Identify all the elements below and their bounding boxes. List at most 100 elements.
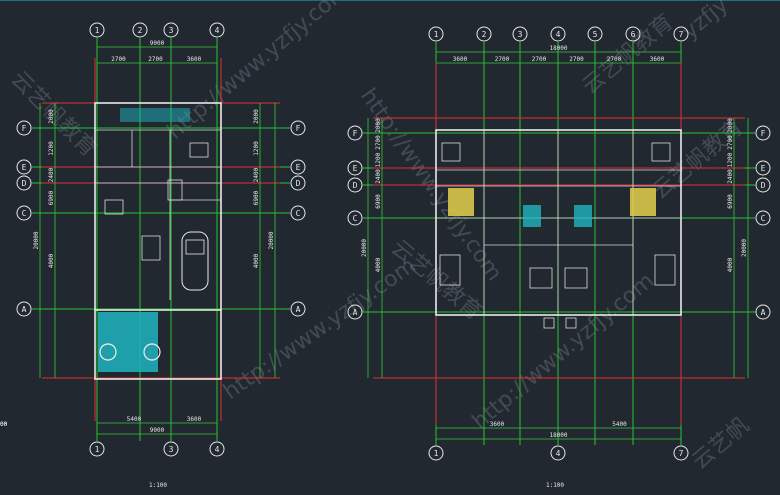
- grid-label-right: F: [296, 124, 301, 133]
- grid-label-top: 1: [95, 26, 100, 35]
- grid-label-top: 6: [631, 30, 636, 39]
- grid-label-left: F: [353, 129, 358, 138]
- sofa-icon: [439, 254, 461, 286]
- dimension-text-top: 2700: [148, 56, 163, 63]
- dimension-text-bottom-total: 9000: [150, 427, 165, 434]
- grid-label-right: E: [761, 164, 766, 173]
- grid-label-bottom: 7: [679, 449, 684, 458]
- right-building-walls: [435, 129, 682, 329]
- grid-bubble-top: [587, 26, 603, 42]
- grid-bubble-left: [16, 175, 32, 191]
- dimension-text-left: 2000: [48, 109, 55, 124]
- watermark-url: http://www.yzfjy.com: [219, 253, 421, 405]
- dimension-text-right: 2400: [253, 167, 260, 182]
- grid-bubble-top: [512, 26, 528, 42]
- grid-label-top: 4: [215, 26, 220, 35]
- grid-bubble-left: [347, 304, 363, 320]
- grid-bubble-top: [476, 26, 492, 42]
- stair-icon: [630, 188, 656, 216]
- left-building-walls: [94, 102, 222, 380]
- dimension-text-top: 2700: [111, 56, 126, 63]
- dimension-text-top-total: 18000: [549, 45, 567, 52]
- grid-bubble-top: [673, 26, 689, 42]
- grid-label-top: 1: [434, 30, 439, 39]
- scale-label: 1:100: [149, 482, 167, 489]
- grid-label-bottom: 1: [434, 449, 439, 458]
- dimension-text-right: 2700: [727, 135, 734, 150]
- sofa-icon: [654, 254, 676, 286]
- grid-label-right: C: [296, 209, 301, 218]
- grid-bubble-left: [16, 159, 32, 175]
- dimension-text-right: 1200: [727, 152, 734, 167]
- scale-label: 1:100: [546, 482, 564, 489]
- dimension-text-top: 2700: [495, 56, 510, 63]
- grid-label-left: A: [22, 305, 27, 314]
- right-dimension-lines: 1800036002700270027002700360036005400540…: [0, 45, 749, 440]
- left-outer-wall: [94, 102, 222, 380]
- grid-label-top: 5: [593, 30, 598, 39]
- grid-label-left: C: [22, 209, 27, 218]
- dimension-text-top: 2700: [569, 56, 584, 63]
- grid-bubble-bottom: [163, 441, 179, 457]
- dimension-text-top: 2700: [607, 56, 622, 63]
- balcony-icon: [543, 317, 555, 329]
- bed-icon: [564, 267, 588, 289]
- grid-label-top: 3: [169, 26, 174, 35]
- grid-bubble-top: [163, 22, 179, 38]
- grid-bubble-right: [290, 120, 306, 136]
- dimension-text-right: 2000: [727, 118, 734, 133]
- grid-label-left: E: [22, 163, 27, 172]
- plant-icon: [99, 343, 117, 361]
- dimension-text-right-total: 20000: [741, 239, 748, 257]
- dimension-text-top: 2700: [532, 56, 547, 63]
- dimension-text-top: 3600: [187, 56, 202, 63]
- grid-bubble-right: [755, 177, 771, 193]
- sofa-icon: [141, 235, 161, 261]
- grid-bubble-left: [347, 177, 363, 193]
- grid-label-right: E: [296, 163, 301, 172]
- grid-bubble-bottom: [89, 441, 105, 457]
- watermark-layer: http://www.yzfjy.com http://www.yzfjy.co…: [6, 0, 755, 475]
- dimension-text-bottom: 5400: [0, 421, 8, 428]
- dining-table-icon: [104, 199, 124, 215]
- dimension-text-right: 6900: [253, 190, 260, 205]
- grid-bubble-right: [290, 159, 306, 175]
- grid-bubble-top: [209, 22, 225, 38]
- grid-bubble-left: [347, 210, 363, 226]
- grid-label-left: D: [22, 179, 27, 188]
- bed-icon: [189, 142, 209, 158]
- dimension-text-left: 1200: [375, 152, 382, 167]
- grid-bubble-right: [755, 210, 771, 226]
- grid-label-left: F: [22, 124, 27, 133]
- grid-bubble-right: [755, 160, 771, 176]
- grid-bubble-top: [89, 22, 105, 38]
- bed-icon: [529, 267, 553, 289]
- grid-bubble-top: [428, 26, 444, 42]
- grid-bubble-left: [16, 120, 32, 136]
- grid-bubble-left: [16, 205, 32, 221]
- grid-label-bottom: 3: [169, 445, 174, 454]
- grid-label-right: A: [761, 308, 766, 317]
- dimension-text-right: 1200: [253, 141, 260, 156]
- grid-bubble-right: [290, 175, 306, 191]
- dimension-text-left: 2400: [48, 167, 55, 182]
- grid-bubble-bottom: [673, 445, 689, 461]
- watermark-brand: 云艺帆教育: [578, 10, 678, 100]
- grid-label-bottom: 4: [215, 445, 220, 454]
- grid-label-top: 3: [518, 30, 523, 39]
- grid-label-right: D: [296, 179, 301, 188]
- grid-bubble-right: [290, 301, 306, 317]
- dimension-text-bottom-total: 18000: [549, 432, 567, 439]
- grid-bubble-right: [755, 304, 771, 320]
- dimension-text-right: 6900: [727, 194, 734, 209]
- car-window: [185, 239, 205, 255]
- watermark-domain: yzfjy: [678, 0, 733, 45]
- watermark-url: http://www.yzfjy.com: [468, 268, 659, 434]
- grid-label-right: C: [761, 214, 766, 223]
- grid-bubble-top: [132, 22, 148, 38]
- grid-label-top: 7: [679, 30, 684, 39]
- grid-bubble-top: [550, 26, 566, 42]
